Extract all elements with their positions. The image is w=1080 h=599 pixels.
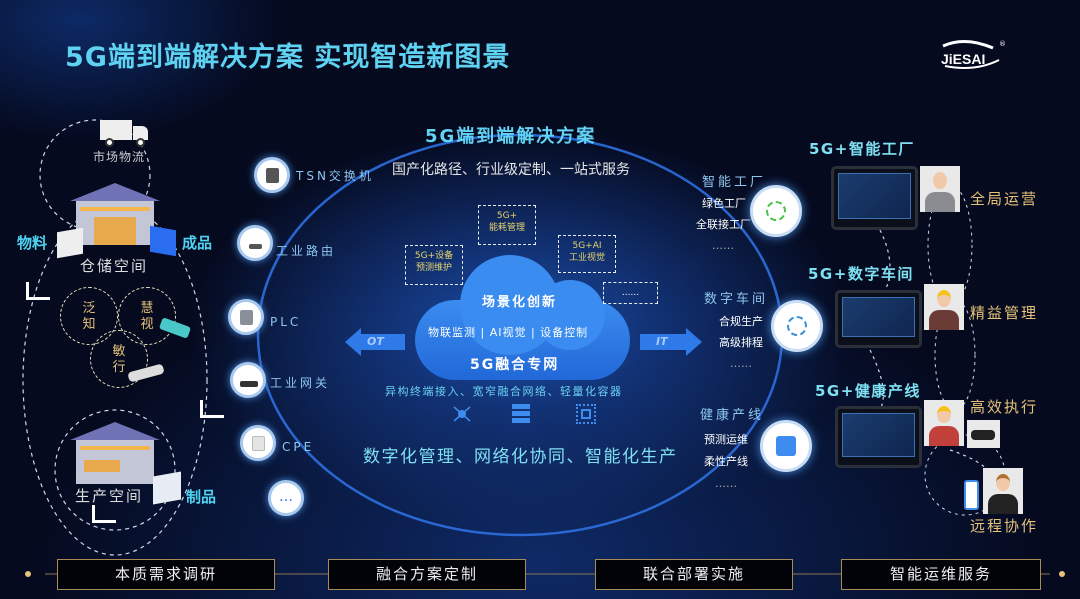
dashboard-tablet	[835, 290, 922, 348]
role-label: 远程协作	[970, 517, 1039, 535]
device-label: 工业路由	[276, 244, 337, 258]
box-ai-vision: 5G+AI 工业视觉	[558, 235, 616, 273]
plc-icon	[228, 299, 264, 335]
step-operations[interactable]: 智能运维服务	[841, 559, 1041, 590]
page-title: 5G端到端解决方案 实现智造新图景	[65, 42, 511, 73]
ring-action: 敏行	[90, 330, 148, 388]
box-energy-management: 5G+ 能耗管理	[478, 205, 536, 245]
svg-text:®: ®	[999, 40, 1006, 48]
role-label: 全局运营	[970, 190, 1039, 208]
cpe-icon	[240, 425, 276, 461]
cart-icon	[92, 505, 116, 523]
device-label: 工业网关	[270, 376, 331, 390]
production-space-label: 生产空间	[75, 487, 144, 505]
network-topology-icon	[452, 404, 472, 424]
router-icon	[237, 225, 273, 261]
storage-space-label: 仓储空间	[80, 257, 149, 275]
cloud	[415, 255, 630, 380]
scenario-title: 智能工厂	[702, 175, 767, 190]
truck-icon	[100, 120, 150, 147]
network-line: 异构终端接入、宽窄融合网络、轻量化容器	[385, 385, 623, 398]
switch-icon	[254, 157, 290, 193]
engineer-avatar	[924, 284, 964, 330]
finished-label: 成品	[182, 234, 213, 252]
worker-avatar	[924, 400, 964, 446]
device-label: CPE	[282, 440, 315, 454]
box-predictive-maintenance: 5G+设备 预测维护	[405, 245, 463, 285]
device-label: TSN交换机	[296, 169, 374, 183]
vr-headset-icon	[967, 420, 1000, 448]
wip-box-icon	[153, 471, 181, 505]
role-label: 高效执行	[970, 398, 1039, 416]
dashboard-tablet	[835, 406, 922, 468]
phone-icon	[964, 480, 979, 510]
gateway-icon	[230, 362, 266, 398]
finished-box-icon	[150, 225, 176, 257]
svg-text:JiESAI: JiESAI	[941, 51, 985, 67]
scenario-title: 健康产线	[700, 408, 765, 423]
ot-arrow: OT	[345, 328, 405, 356]
dashboard-tablet	[831, 166, 918, 230]
chip-icon	[576, 404, 596, 424]
device-label: PLC	[270, 315, 302, 329]
scenario-title: 数字车间	[704, 292, 769, 307]
section-healthy-line: 5G+健康产线	[815, 382, 921, 400]
it-arrow: IT	[640, 328, 702, 356]
manager-avatar	[920, 166, 960, 212]
ring-vision: 慧视	[118, 287, 176, 345]
materials-label: 物料	[17, 234, 48, 252]
gears-camera-icon	[771, 300, 823, 352]
center-footer: 数字化管理、网络化协同、智能化生产	[363, 447, 678, 467]
warehouse-icon	[70, 183, 160, 245]
logistics-label: 市场物流	[93, 150, 146, 164]
box-more: ......	[603, 282, 658, 304]
cloud-mid-label: 物联监测 | AI视觉 | 设备控制	[428, 326, 589, 339]
center-subheading: 国产化路径、行业级定制、一站式服务	[392, 162, 630, 178]
server-icon	[512, 404, 530, 424]
more-icon[interactable]: …	[268, 480, 304, 516]
step-solution[interactable]: 融合方案定制	[328, 559, 526, 590]
ring-perception: 泛知	[60, 287, 118, 345]
role-label: 精益管理	[970, 304, 1039, 322]
cloud-top-label: 场景化创新	[482, 295, 558, 310]
wip-label: 制品	[186, 488, 217, 506]
section-digital-workshop: 5G+数字车间	[808, 265, 914, 283]
cart-icon	[200, 400, 224, 418]
step-requirements[interactable]: 本质需求调研	[57, 559, 275, 590]
step-deployment[interactable]: 联合部署实施	[595, 559, 793, 590]
factory-icon	[70, 422, 160, 484]
center-heading: 5G端到端解决方案	[425, 126, 597, 147]
battery-network-icon	[750, 185, 802, 237]
cloud-bottom-label: 5G融合专网	[470, 357, 560, 373]
materials-box-icon	[57, 227, 83, 259]
puzzle-icon	[760, 420, 812, 472]
expert-avatar	[983, 468, 1023, 514]
cart-icon	[26, 282, 50, 300]
jiesai-logo: JiESAI ®	[935, 38, 1007, 70]
section-smart-factory: 5G+智能工厂	[809, 140, 915, 158]
